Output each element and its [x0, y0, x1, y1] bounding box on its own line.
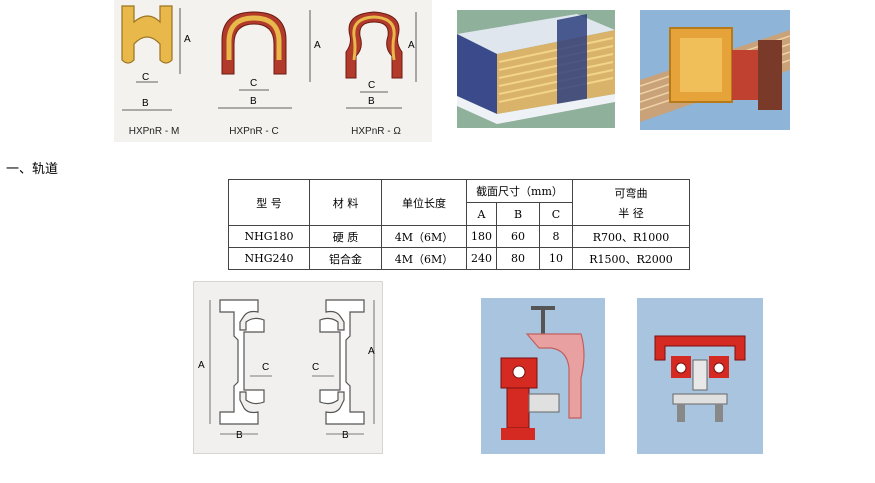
table-row: NHG240 铝合金 4M（6M） 240 80 10 R1500、R2000 — [228, 247, 690, 270]
cell-c: 8 — [539, 225, 573, 248]
table-subheader-row: A B C — [229, 202, 690, 226]
profile-c-dim-b: B — [250, 96, 257, 107]
profile-omega-dim-a: A — [408, 40, 415, 51]
cell-radius: R700、R1000 — [572, 225, 690, 248]
header-bend-radius-line2: 半 径 — [618, 206, 644, 220]
profile-c-label: HXPnR - C — [229, 126, 279, 137]
busbar-photo-2 — [640, 10, 790, 130]
rail-right-dim-c: C — [312, 362, 320, 373]
header-model: 型 号 — [228, 179, 310, 226]
header-col-a: A — [466, 202, 497, 226]
header-col-c: C — [539, 202, 573, 226]
profile-drawings — [121, 5, 417, 111]
cell-model: NHG240 — [228, 247, 310, 270]
cell-a: 240 — [466, 247, 497, 270]
rail-right-dim-a: A — [368, 346, 375, 357]
header-unit-length: 单位长度 — [381, 179, 467, 226]
profile-c-dim-c: C — [250, 78, 258, 89]
cell-model: NHG180 — [228, 225, 310, 248]
profile-omega-dim-c: C — [368, 80, 376, 91]
clamp-illustration-2-drawing — [654, 335, 746, 422]
profile-m-dim-a: A — [184, 34, 191, 45]
cell-length: 4M（6M） — [381, 247, 467, 270]
cell-b: 60 — [496, 225, 540, 248]
header-col-b: B — [496, 202, 540, 226]
profile-drawings-panel: A C B A C B A C B HXPnR - M HXPnR - C HX… — [114, 0, 432, 142]
clamp-illustration-1 — [481, 298, 605, 454]
cell-radius: R1500、R2000 — [572, 247, 690, 270]
busbar-photo-2-drawing — [640, 27, 790, 122]
cell-c: 10 — [539, 247, 573, 270]
profile-omega-dim-b: B — [368, 96, 375, 107]
clamp-illustration-2 — [637, 298, 763, 454]
header-bend-radius: 可弯曲 半 径 — [572, 179, 690, 226]
rail-left-dim-c: C — [262, 362, 270, 373]
header-material: 材 料 — [309, 179, 382, 226]
header-bend-radius-line1: 可弯曲 — [614, 186, 648, 200]
profile-c-drawing — [218, 10, 311, 109]
table-row: NHG180 硬 质 4M（6M） 180 60 8 R700、R1000 — [228, 225, 690, 248]
rail-spec-table: 型 号 材 料 单位长度 截面尺寸（mm） 可弯曲 半 径 A B C NHG1… — [228, 179, 690, 270]
profile-omega-drawing — [345, 11, 417, 109]
profile-m-dim-b: B — [142, 98, 149, 109]
rail-right-dim-b: B — [342, 430, 349, 441]
profile-m-label: HXPnR - M — [128, 126, 180, 137]
profile-c-dim-a: A — [314, 40, 321, 51]
busbar-photo-1 — [457, 10, 615, 128]
header-section-size: 截面尺寸（mm） — [466, 179, 573, 203]
profile-omega-label: HXPnR - Ω — [351, 126, 401, 137]
rail-left-dim-b: B — [236, 430, 243, 441]
cell-b: 80 — [496, 247, 540, 270]
cell-material: 硬 质 — [309, 225, 382, 248]
rail-left-dim-a: A — [198, 360, 205, 371]
cell-material: 铝合金 — [309, 247, 382, 270]
profile-m-dim-c: C — [142, 72, 150, 83]
cell-length: 4M（6M） — [381, 225, 467, 248]
busbar-photo-1-drawing — [457, 14, 615, 124]
clamp-illustration-1-drawing — [500, 306, 585, 440]
section-heading: 一、轨道 — [6, 162, 59, 177]
rail-section-drawing-panel: A C B A C B — [193, 281, 383, 454]
rail-section-drawing — [209, 299, 375, 435]
table-header-row: 型 号 材 料 单位长度 截面尺寸（mm） 可弯曲 半 径 — [228, 179, 690, 226]
profile-m-drawing — [121, 5, 181, 111]
cell-a: 180 — [466, 225, 497, 248]
